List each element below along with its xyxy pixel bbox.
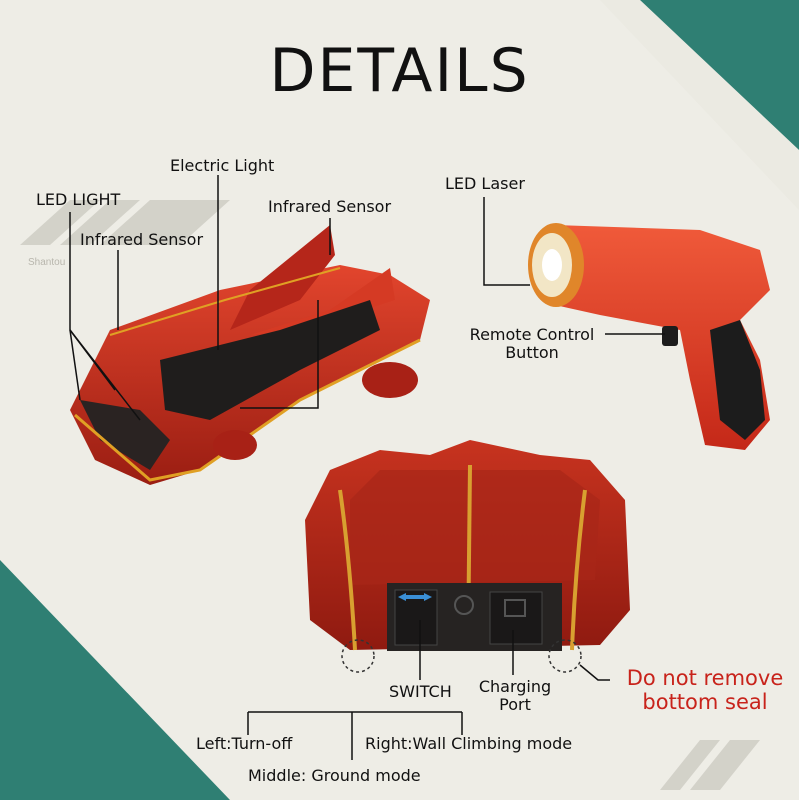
label-charging-port-line2: Port bbox=[499, 695, 531, 714]
watermark-text: Shantou bbox=[28, 257, 66, 268]
warning-line2: bottom seal bbox=[642, 690, 768, 714]
warning-line1: Do not remove bbox=[626, 666, 784, 690]
page-title: DETAILS bbox=[269, 36, 530, 106]
label-charging-port: Charging Port bbox=[470, 678, 560, 714]
label-switch: SWITCH bbox=[389, 682, 452, 701]
label-remote-control-line1: Remote Control bbox=[469, 325, 595, 344]
label-remote-control-line2: Button bbox=[505, 343, 559, 362]
label-remote-control-button: Remote Control Button bbox=[462, 326, 602, 362]
label-led-light: LED LIGHT bbox=[36, 190, 121, 209]
label-infrared-sensor-left: Infrared Sensor bbox=[80, 230, 204, 249]
label-left-mode: Left:Turn-off bbox=[196, 734, 293, 753]
label-electric-light: Electric Light bbox=[170, 156, 275, 175]
label-right-mode: Right:Wall Climbing mode bbox=[365, 734, 573, 753]
warning-bottom-seal: Do not remove bottom seal bbox=[614, 666, 796, 714]
label-middle-mode: Middle: Ground mode bbox=[248, 766, 421, 785]
label-led-laser: LED Laser bbox=[445, 174, 525, 193]
label-infrared-sensor-right: Infrared Sensor bbox=[268, 197, 392, 216]
label-charging-port-line1: Charging bbox=[478, 677, 552, 696]
